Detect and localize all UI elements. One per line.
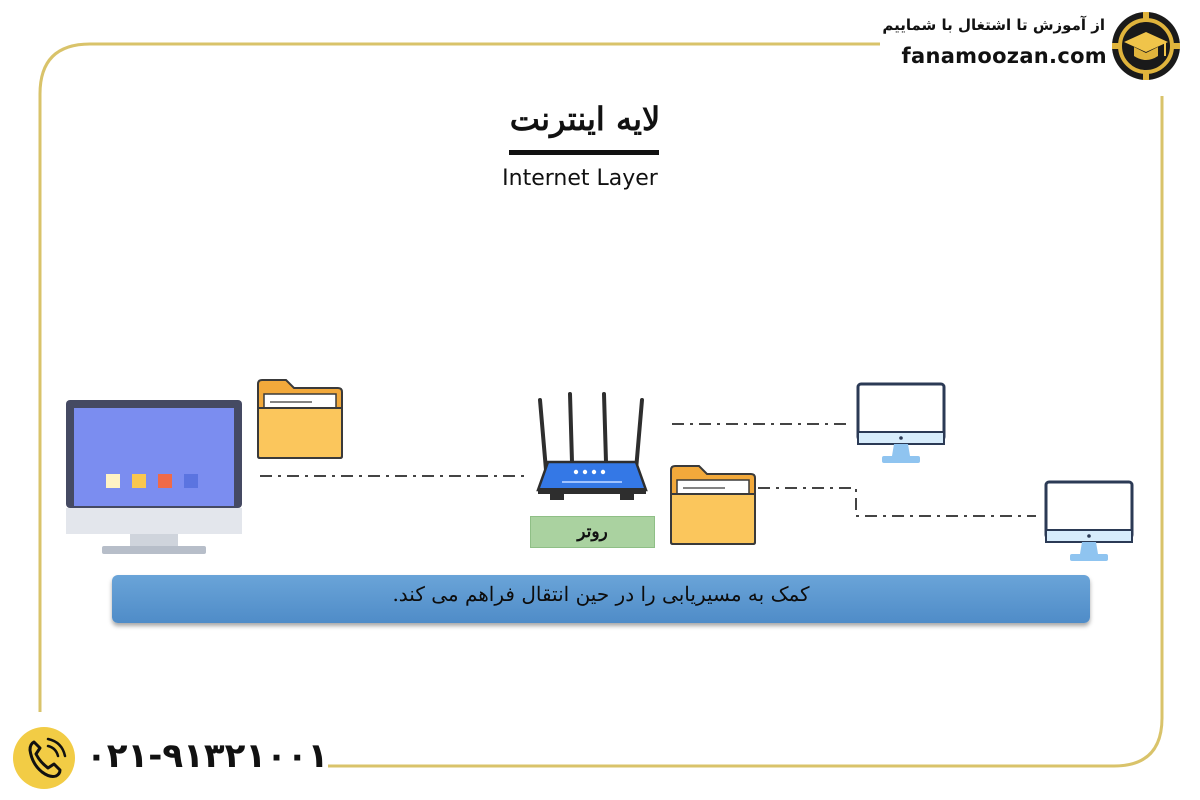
folder-icon: [670, 465, 756, 545]
description-text: کمک به مسیریابی را در حین انتقال فراهم م…: [392, 582, 810, 606]
monitor-icon: [1044, 480, 1134, 561]
title-underline: [509, 150, 659, 155]
brand-slogan: از آموزش تا اشتغال با شماییم: [882, 16, 1105, 34]
folder-icon: [257, 379, 343, 459]
monitor-icon: [856, 382, 946, 463]
desktop-monitor-icon: [66, 400, 242, 554]
page-subtitle: Internet Layer: [502, 166, 658, 191]
connection-lines: [260, 423, 1036, 517]
phone-number[interactable]: ۰۲۱-۹۱۳۲۱۰۰۱: [86, 736, 329, 776]
graduation-cap-gear-icon: [1112, 12, 1180, 80]
description-banner: کمک به مسیریابی را در حین انتقال فراهم م…: [112, 575, 1090, 623]
phone-icon[interactable]: [12, 726, 76, 790]
brand-website[interactable]: fanamoozan.com: [901, 44, 1107, 68]
link-folder-monitor-bottom: [758, 487, 1036, 517]
router-icon: [536, 392, 648, 500]
page-title: لایه اینترنت: [509, 100, 661, 138]
router-label: روتر: [530, 516, 655, 548]
